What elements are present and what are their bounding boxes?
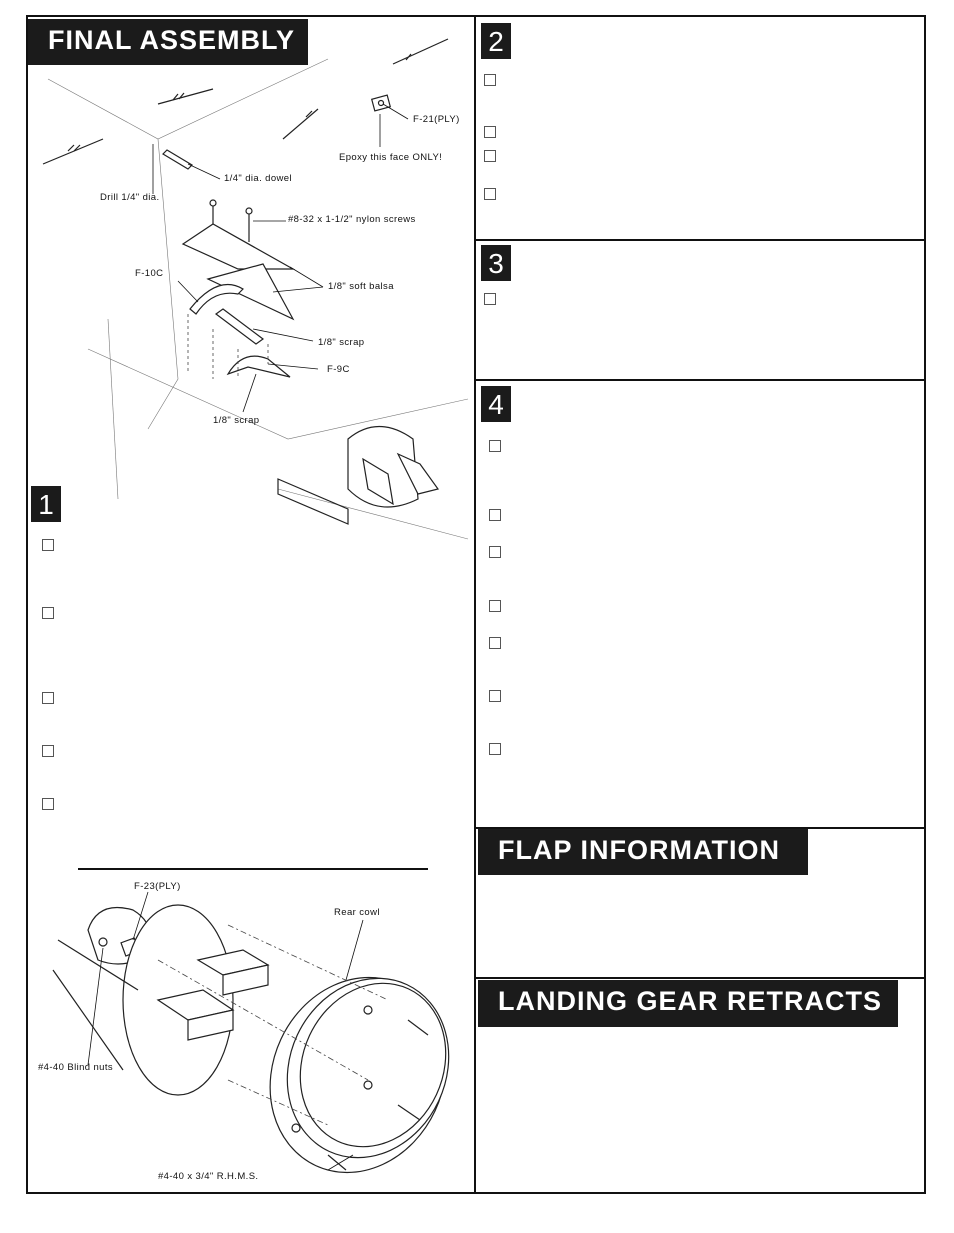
label-screws: #8-32 x 1-1/2" nylon screws: [288, 214, 416, 225]
checkbox-step2-b[interactable]: [484, 126, 496, 138]
label-f23: F-23(PLY): [134, 881, 181, 892]
checkbox-step1-b[interactable]: [42, 607, 54, 619]
divider-flap: [476, 827, 926, 829]
label-rear-cowl: Rear cowl: [334, 907, 380, 918]
rear-cowl-diagram: [52, 891, 450, 1174]
divider-step2: [476, 239, 926, 241]
checkbox-step4-a[interactable]: [489, 440, 501, 452]
checkbox-step1-d[interactable]: [42, 745, 54, 757]
step-number-4: 4: [481, 386, 511, 422]
label-f21: F-21(PLY): [413, 114, 460, 125]
label-soft-balsa: 1/8" soft balsa: [328, 281, 394, 292]
checkbox-step3-a[interactable]: [484, 293, 496, 305]
checkbox-step2-d[interactable]: [484, 188, 496, 200]
checkbox-step2-c[interactable]: [484, 150, 496, 162]
checkbox-step1-c[interactable]: [42, 692, 54, 704]
flap-information-header: FLAP INFORMATION: [478, 829, 808, 875]
divider-step3: [476, 379, 926, 381]
checkbox-step4-g[interactable]: [489, 743, 501, 755]
step-number-1: 1: [31, 486, 61, 522]
label-scrap-1: 1/8" scrap: [318, 337, 365, 348]
checkbox-step1-a[interactable]: [42, 539, 54, 551]
label-scrap-2: 1/8" scrap: [213, 415, 260, 426]
label-blind-nuts: #4-40 Blind nuts: [38, 1062, 114, 1073]
wing-fairing-diagram: [42, 38, 469, 540]
checkbox-step4-f[interactable]: [489, 690, 501, 702]
column-divider: [474, 15, 476, 1194]
page-frame: [26, 15, 926, 1194]
checkbox-step1-e[interactable]: [42, 798, 54, 810]
checkbox-step2-a[interactable]: [484, 74, 496, 86]
label-rhms: #4-40 x 3/4" R.H.M.S.: [158, 1171, 259, 1182]
label-dowel: 1/4" dia. dowel: [224, 173, 292, 184]
divider-diagram-bottom: [78, 868, 428, 870]
label-f9c: F-9C: [327, 364, 350, 375]
step-number-2: 2: [481, 23, 511, 59]
final-assembly-header: FINAL ASSEMBLY: [28, 19, 308, 65]
step-number-3: 3: [481, 245, 511, 281]
checkbox-step4-c[interactable]: [489, 546, 501, 558]
label-drill: Drill 1/4" dia.: [100, 192, 160, 203]
label-f10c: F-10C: [135, 268, 164, 279]
divider-retracts: [476, 977, 926, 979]
checkbox-step4-e[interactable]: [489, 637, 501, 649]
label-epoxy: Epoxy this face ONLY!: [339, 152, 443, 163]
checkbox-step4-d[interactable]: [489, 600, 501, 612]
landing-gear-retracts-header: LANDING GEAR RETRACTS: [478, 980, 898, 1027]
checkbox-step4-b[interactable]: [489, 509, 501, 521]
